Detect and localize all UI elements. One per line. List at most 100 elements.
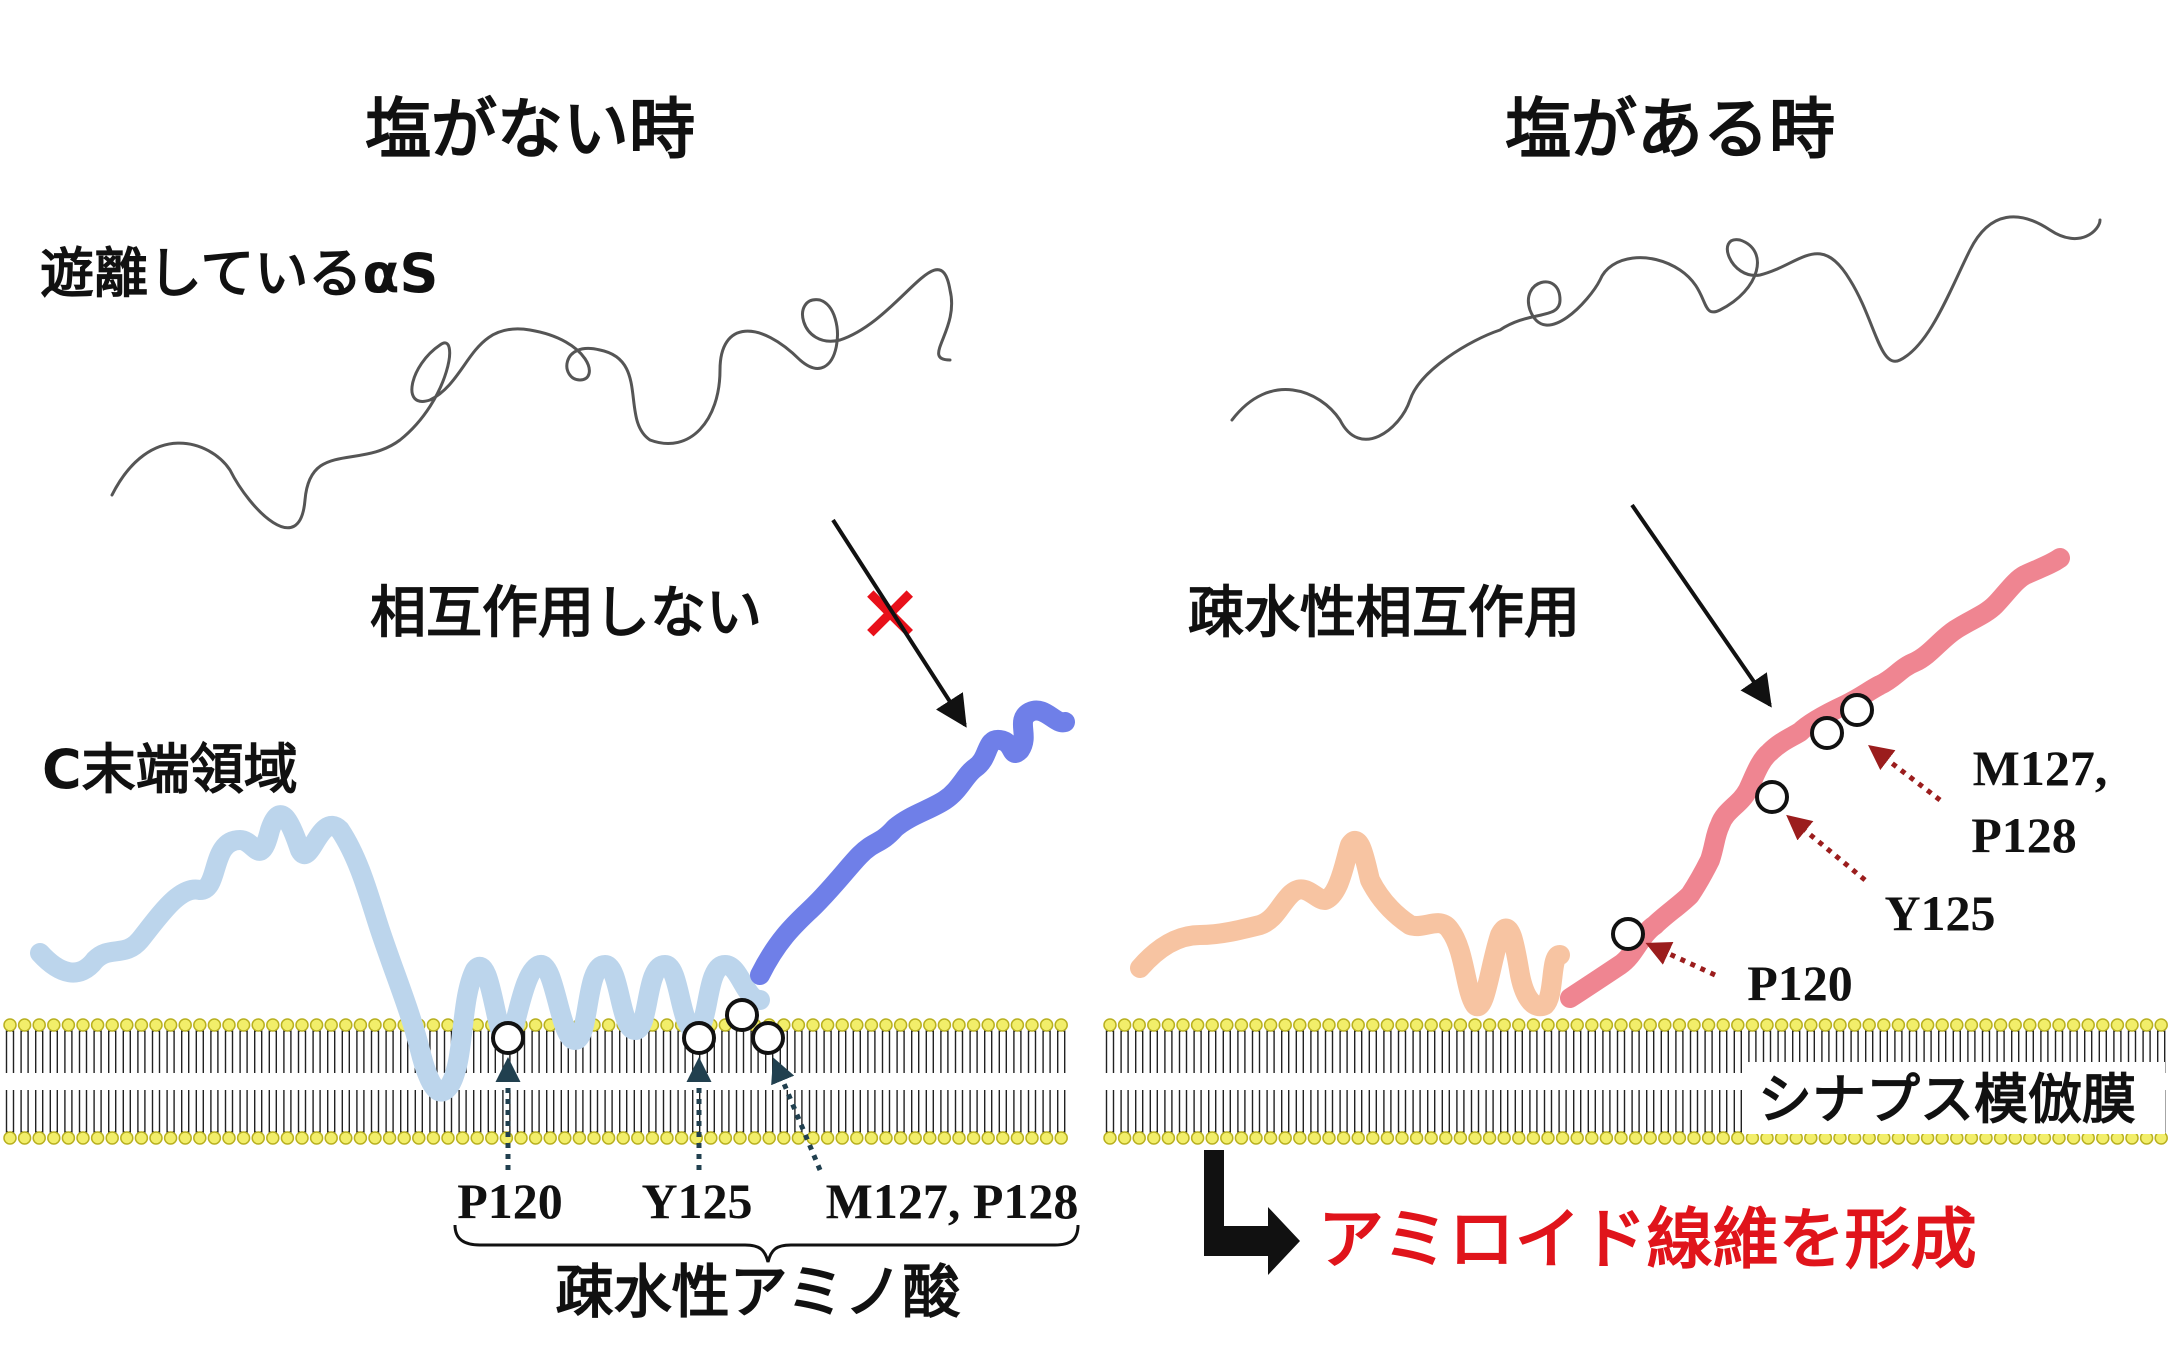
lipid-tail [858, 1090, 861, 1133]
lipid-tail [1689, 1090, 1692, 1133]
lipid-tail [1733, 1090, 1736, 1133]
label-p120-left: P120 [457, 1173, 563, 1229]
lipid-tail [881, 1030, 884, 1073]
lipid-head [1716, 1131, 1730, 1145]
hydrophobic-amino-acids-label: 疎水性アミノ酸 [556, 1258, 962, 1326]
lipid-tail [1243, 1030, 1246, 1073]
lipid-head [251, 1018, 265, 1032]
lipid-head [90, 1018, 105, 1032]
lipid-tail [12, 1030, 15, 1073]
lipid-tail [312, 1030, 315, 1073]
lipid-head [120, 1018, 134, 1032]
lipid-tail [1441, 1090, 1444, 1133]
lipid-head [47, 1131, 61, 1145]
lipid-tail [566, 1090, 569, 1133]
residue-y125-right [1755, 780, 1789, 814]
lipid-tail [1725, 1030, 1728, 1073]
lipid-head [1628, 1131, 1643, 1145]
lipid-tail [1281, 1030, 1284, 1073]
lipid-tail [1272, 1090, 1275, 1133]
amyloid-label: アミロイド線維を形成 [1318, 1201, 1977, 1278]
lipid-head [1468, 1018, 1482, 1032]
lipid-head [1643, 1131, 1657, 1145]
lipid-head [1205, 1131, 1219, 1145]
lipid-tail [1675, 1090, 1678, 1133]
lipid-tail [1616, 1090, 1619, 1133]
lipid-tail [341, 1030, 344, 1073]
lipid-tail [1623, 1030, 1626, 1073]
lipid-head [1497, 1018, 1511, 1032]
lipid-tail [1520, 1090, 1523, 1133]
lipid-tail [26, 1030, 29, 1073]
lipid-head [105, 1131, 119, 1145]
lipid-tail [114, 1030, 117, 1073]
lipid-head [1774, 1018, 1789, 1032]
lipid-tail [327, 1090, 330, 1133]
lipid-tail [721, 1090, 724, 1133]
lipid-head [937, 1131, 952, 1145]
lipid-head [1010, 1131, 1025, 1145]
lipid-head [178, 1018, 192, 1032]
lipid-tail [420, 1090, 423, 1133]
lipid-tail [771, 1090, 774, 1133]
lipid-tail [201, 1030, 204, 1073]
lipid-tail [779, 1090, 782, 1133]
lipid-head [1526, 1018, 1541, 1032]
label-y125-left: Y125 [641, 1173, 752, 1229]
lipid-tail [829, 1030, 832, 1073]
lipid-head [1161, 1018, 1176, 1032]
lipid-tail [1404, 1090, 1407, 1133]
lipid-tail [93, 1030, 96, 1073]
lipid-tail [1258, 1030, 1261, 1073]
lipid-head [1263, 1018, 1278, 1032]
label-y125-right: Y125 [1884, 885, 1995, 941]
lipid-tail [5, 1090, 8, 1133]
lipid-head [1293, 1131, 1307, 1145]
lipid-tail [1013, 1090, 1016, 1133]
lipid-tail [370, 1090, 373, 1133]
lipid-tail [1034, 1030, 1037, 1073]
lipid-head [660, 1131, 674, 1145]
lipid-tail [1368, 1090, 1371, 1133]
lipid-tail [575, 1090, 578, 1133]
lipid-head [1322, 1018, 1336, 1032]
lipid-tail [1506, 1030, 1509, 1073]
lipid-tail [1120, 1030, 1123, 1073]
lipid-tail [1529, 1090, 1532, 1133]
lipid-head [879, 1018, 893, 1032]
lipid-head [1512, 1131, 1526, 1145]
lipid-tail [1149, 1030, 1152, 1073]
lipid-head [1672, 1131, 1687, 1145]
lipid-tail [1310, 1030, 1313, 1073]
lipid-head [1234, 1131, 1249, 1145]
lipid-head [17, 1018, 32, 1032]
lipid-tail [750, 1030, 753, 1073]
lipid-tail [78, 1030, 81, 1073]
lipid-tail [1573, 1090, 1576, 1133]
no-interaction-label: 相互作用しない [370, 581, 762, 646]
lipid-head [1117, 1018, 1132, 1032]
lipid-tail [195, 1090, 198, 1133]
lipid-head [1380, 1131, 1395, 1145]
lipid-head [864, 1018, 879, 1032]
lipid-tail [727, 1090, 730, 1133]
lipid-tail [341, 1090, 344, 1133]
lipid-tail [896, 1030, 899, 1073]
lipid-tail [1514, 1090, 1517, 1133]
arrow-y125-right [1786, 814, 1867, 882]
lipid-tail [654, 1090, 657, 1133]
lipid-head [820, 1131, 835, 1145]
lipid-tail [838, 1090, 841, 1133]
lipid-tail [195, 1030, 198, 1073]
lipid-tail [794, 1030, 797, 1073]
lipid-head [558, 1131, 572, 1145]
lipid-tail [765, 1090, 768, 1133]
lipid-tail [662, 1090, 665, 1133]
lipid-tail [917, 1090, 920, 1133]
lipid-tail [435, 1030, 438, 1073]
lipid-tail [1170, 1090, 1173, 1133]
lipid-tail [1331, 1030, 1334, 1073]
c-term-chain-right-light [1130, 831, 1570, 1017]
lipid-tail [1324, 1030, 1327, 1073]
lipid-tail [458, 1090, 461, 1133]
